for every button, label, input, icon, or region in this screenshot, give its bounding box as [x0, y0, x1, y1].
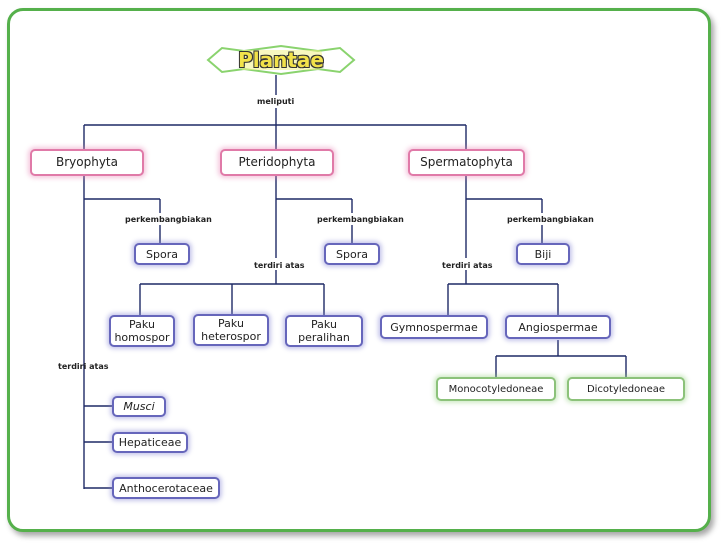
label-meliputi: meliputi — [257, 97, 295, 106]
root-node-plantae: Plantae — [206, 44, 356, 76]
label-terdiri-atas-spermatophyta: terdiri atas — [442, 261, 493, 270]
node-monocotyledoneae: Monocotyledoneae — [436, 377, 556, 401]
label-perkembangbiakan-spermatophyta: perkembangbiakan — [507, 215, 594, 224]
node-musci: Musci — [112, 396, 166, 417]
node-spora-bryophyta: Spora — [134, 243, 190, 265]
node-spora-pteridophyta: Spora — [324, 243, 380, 265]
node-paku-peralihan: Paku peralihan — [285, 315, 363, 347]
label-perkembangbiakan-bryophyta: perkembangbiakan — [125, 215, 212, 224]
title-badge-shape — [206, 44, 356, 76]
node-paku-homospor: Paku homospor — [109, 315, 175, 347]
label-terdiri-atas-pteridophyta: terdiri atas — [254, 261, 305, 270]
node-hepaticeae: Hepaticeae — [112, 432, 188, 453]
label-terdiri-atas-bryophyta: terdiri atas — [58, 362, 109, 371]
node-dicotyledoneae: Dicotyledoneae — [567, 377, 685, 401]
node-anthocerotaceae: Anthocerotaceae — [112, 477, 220, 499]
node-biji: Biji — [516, 243, 570, 265]
node-angiospermae: Angiospermae — [505, 315, 611, 339]
root-title: Plantae — [238, 48, 324, 72]
label-perkembangbiakan-pteridophyta: perkembangbiakan — [317, 215, 404, 224]
node-gymnospermae: Gymnospermae — [380, 315, 488, 339]
node-bryophyta: Bryophyta — [30, 149, 144, 176]
node-pteridophyta: Pteridophyta — [220, 149, 334, 176]
node-spermatophyta: Spermatophyta — [408, 149, 525, 176]
node-paku-heterospor: Paku heterospor — [193, 314, 269, 346]
